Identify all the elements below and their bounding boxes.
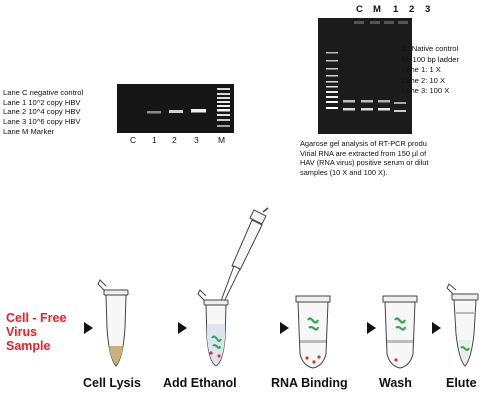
step-label-rna-binding: RNA Binding bbox=[271, 376, 348, 390]
step-label-elute: Elute bbox=[446, 376, 477, 390]
legend-line: Lane 3: 100 X bbox=[402, 86, 450, 96]
lane-label: 3 bbox=[194, 135, 199, 145]
sample-label-line: Cell - Free bbox=[6, 311, 67, 325]
ethanol-tube-icon bbox=[197, 207, 269, 367]
legend-line: Lane 2: 10 X bbox=[402, 75, 446, 85]
step-arrow-icon bbox=[178, 322, 187, 334]
legend-line: C: Native control bbox=[402, 44, 459, 53]
lane-label: 1 bbox=[152, 135, 157, 145]
lane-label: M bbox=[373, 4, 381, 15]
legend-line: Lane M Marker bbox=[3, 126, 55, 136]
lane-label: 3 bbox=[425, 4, 431, 15]
lane-label: M bbox=[218, 135, 226, 145]
elute-tube-icon bbox=[446, 283, 479, 367]
step-arrow-icon bbox=[280, 322, 289, 334]
caption-line: samples (10 X and 100 X). bbox=[300, 167, 388, 177]
binding-column-icon bbox=[295, 295, 331, 369]
right-gel-bands bbox=[318, 18, 412, 134]
lane-label: C bbox=[356, 4, 363, 15]
sample-label-line: Sample bbox=[6, 339, 51, 353]
step-label-wash: Wash bbox=[379, 376, 412, 390]
left-gel-bands bbox=[117, 84, 234, 133]
sample-label-line: Virus bbox=[6, 325, 38, 339]
right-gel-legend: C: Native control M: 100 bp ladder Lane … bbox=[402, 44, 459, 97]
right-gel-caption: Agarose gel analysis of RT-PCR produ Vir… bbox=[300, 139, 496, 177]
legend-line: Lane C negative control bbox=[3, 88, 84, 97]
lane-label: 2 bbox=[409, 4, 415, 15]
legend-line: Lane 2 10^4 copy HBV bbox=[3, 107, 81, 117]
right-gel-image bbox=[318, 18, 412, 134]
wash-column-icon bbox=[382, 295, 418, 369]
lane-label: 2 bbox=[172, 135, 177, 145]
caption-line: Virial RNA are extracted from 150 µl of bbox=[300, 148, 427, 158]
step-label-add-ethanol: Add Ethanol bbox=[163, 376, 237, 390]
sample-label: Cell - Free Virus Sample bbox=[6, 311, 66, 353]
caption-line: HAV (RNA virus) positive serum or dilut bbox=[300, 158, 429, 168]
legend-line: M: 100 bp ladder bbox=[402, 54, 459, 64]
left-gel-image bbox=[117, 84, 234, 133]
legend-line: Lane 1: 1 X bbox=[402, 65, 441, 75]
step-arrow-icon bbox=[367, 322, 376, 334]
lysis-tube-icon bbox=[97, 279, 129, 367]
step-arrow-icon bbox=[84, 322, 93, 334]
caption-line: Agarose gel analysis of RT-PCR produ bbox=[300, 139, 427, 148]
lane-label: C bbox=[130, 135, 137, 145]
legend-line: Lane 3 10^6 copy HBV bbox=[3, 117, 81, 127]
legend-line: Lane 1 10^2 copy HBV bbox=[3, 97, 81, 107]
left-gel-legend: Lane C negative control Lane 1 10^2 copy… bbox=[3, 88, 83, 137]
step-arrow-icon bbox=[432, 322, 441, 334]
pipette-icon bbox=[217, 207, 269, 311]
step-label-cell-lysis: Cell Lysis bbox=[83, 376, 141, 390]
lane-label: 1 bbox=[393, 4, 399, 15]
